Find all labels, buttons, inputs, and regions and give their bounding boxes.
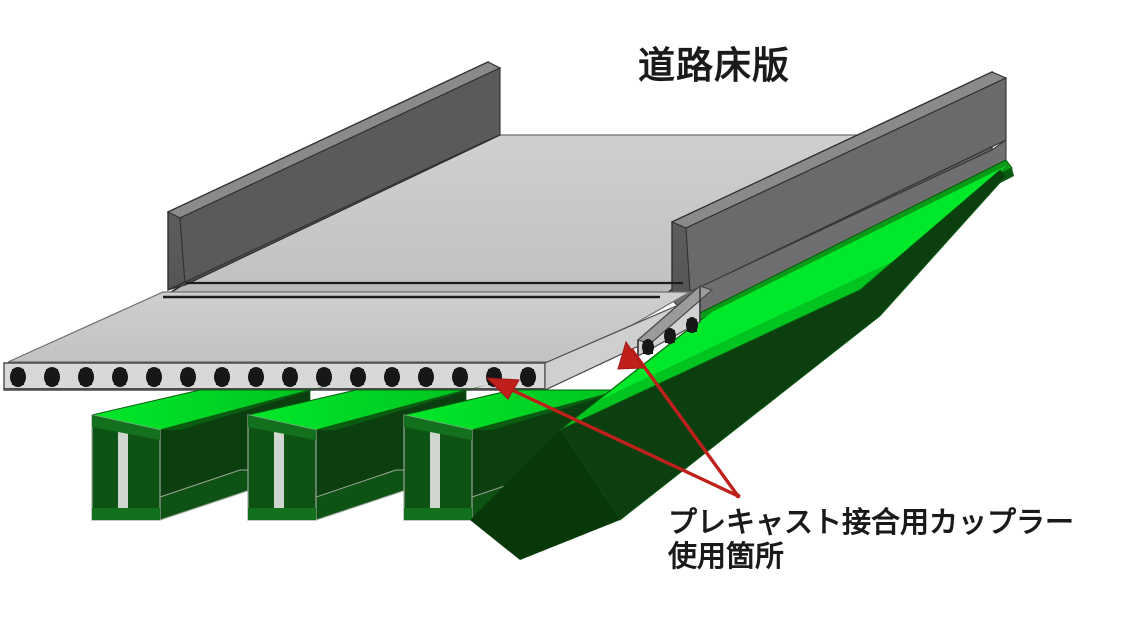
page-title: 道路床版 — [638, 44, 790, 87]
coupler-bolt — [316, 367, 332, 387]
girder-end-web-line — [118, 430, 128, 512]
coupler-bolt — [248, 367, 264, 387]
girder-web-shade — [160, 385, 330, 430]
coupler-bolt — [520, 367, 536, 387]
parapet-left-base — [167, 134, 501, 291]
coupler-bolt — [282, 367, 298, 387]
girder-end-top-cap — [92, 415, 160, 440]
girder-end-bottom-cap — [92, 508, 160, 520]
steel-plate-girder — [470, 166, 1007, 560]
steel-plate-girder — [91, 385, 330, 521]
callout-line-2: 使用箇所 — [668, 539, 785, 574]
deck-panel-near — [7, 291, 693, 363]
coupler-bolt — [452, 367, 468, 387]
callout-arrow-head-right — [617, 340, 645, 370]
coupler-bolt — [664, 328, 676, 344]
girder-end-bottom-cap — [248, 508, 316, 520]
coupler-bolt — [350, 367, 366, 387]
coupler-bolt — [214, 367, 230, 387]
coupler-callout-label: プレキャスト接合用カップラー使用箇所 — [668, 505, 1074, 573]
coupler-bolt — [44, 367, 60, 387]
coupler-bolt — [10, 367, 26, 387]
girder-web-deep — [470, 430, 620, 560]
coupler-bolt — [146, 367, 162, 387]
coupler-bolt — [384, 367, 400, 387]
callout-arrow-shaft-left — [493, 380, 740, 498]
coupler-bolt — [78, 367, 94, 387]
coupler-notch-group — [636, 284, 714, 358]
girder-top-flange-bright — [600, 166, 1006, 400]
coupler-bolt — [418, 367, 434, 387]
girder-end-web-line — [430, 430, 440, 512]
callout-arrow-head-left — [485, 377, 520, 400]
coupler-bolt — [112, 367, 128, 387]
girder-end-web-line — [274, 430, 284, 512]
callout-line-1: プレキャスト接合用カップラー — [668, 505, 1075, 539]
girder-end-top-cap — [404, 415, 472, 440]
callout-arrow-vertex — [735, 493, 741, 499]
girder-end-top-cap — [248, 415, 316, 440]
callout-arrows-group — [485, 340, 741, 499]
girder-end-bottom-cap — [404, 508, 472, 520]
girder-web-shade — [472, 385, 642, 430]
girder-web-shade — [316, 385, 486, 430]
coupler-bolt — [180, 367, 196, 387]
parapet-wall-left — [166, 60, 502, 292]
callout-arrow-shaft-right — [630, 348, 740, 498]
deck-near-panel-group — [7, 281, 693, 363]
coupler-bolt — [642, 339, 654, 355]
coupler-bolt — [686, 317, 698, 333]
